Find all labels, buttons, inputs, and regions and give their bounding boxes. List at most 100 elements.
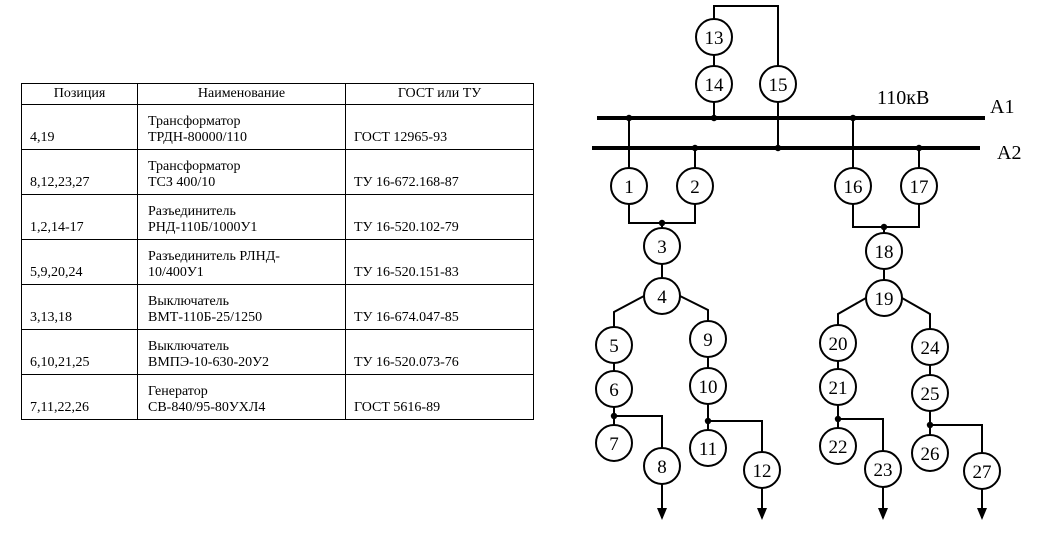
name-line-2: ТРДН-80000/110 [148, 130, 247, 145]
node-label: 3 [657, 237, 667, 258]
node-label: 15 [769, 75, 788, 96]
voltage-label: 110кВ [877, 87, 929, 109]
node-3: 3 [643, 227, 681, 265]
node-4: 4 [643, 277, 681, 315]
node-circle [643, 277, 681, 315]
node-label: 14 [705, 75, 725, 96]
position-cell: 1,2,14-17 [21, 194, 138, 240]
node-label: 9 [703, 330, 713, 351]
standard-cell: ТУ 16-672.168-87 [345, 149, 534, 195]
node-circle [595, 326, 633, 364]
node-circle [695, 18, 733, 56]
junction-dot [625, 114, 633, 122]
node-15: 15 [759, 65, 797, 103]
wire [838, 418, 884, 451]
diagram-wires [613, 5, 983, 518]
junction-dot [880, 223, 888, 231]
node-label: 8 [657, 457, 667, 478]
node-circle [819, 368, 857, 406]
node-label: 18 [875, 242, 894, 263]
node-1: 1 [610, 167, 648, 205]
node-circle [865, 232, 903, 270]
node-circle [759, 65, 797, 103]
node-circle [595, 424, 633, 462]
node-18: 18 [865, 232, 903, 270]
node-label: 16 [844, 177, 863, 198]
junction-dot [704, 417, 712, 425]
node-10: 10 [689, 367, 727, 405]
node-16: 16 [834, 167, 872, 205]
node-circle [865, 279, 903, 317]
node-label: 1 [624, 177, 634, 198]
node-label: 10 [699, 377, 718, 398]
name-line-1: Разъединитель [148, 204, 236, 219]
node-circle [819, 427, 857, 465]
node-5: 5 [595, 326, 633, 364]
name-line-1: Выключатель [148, 294, 230, 309]
node-label: 17 [910, 177, 929, 198]
node-circle [676, 167, 714, 205]
node-17: 17 [900, 167, 938, 205]
node-label: 7 [609, 434, 619, 455]
name-cell: Разъединитель РЛНД-10/400У1 [137, 239, 346, 285]
diagram-arrows [657, 508, 987, 520]
position-cell: 6,10,21,25 [21, 329, 138, 375]
node-24: 24 [911, 328, 949, 366]
junction-dot [710, 114, 718, 122]
wire [901, 297, 931, 329]
output-arrow [977, 508, 987, 520]
node-label: 2 [690, 177, 700, 198]
output-arrow [757, 508, 767, 520]
node-14: 14 [695, 65, 733, 103]
node-7: 7 [595, 424, 633, 462]
node-label: 11 [699, 439, 717, 460]
junction-dot [691, 144, 699, 152]
node-20: 20 [819, 324, 857, 362]
name-line-1: Трансформатор [148, 159, 241, 174]
node-label: 20 [829, 334, 848, 355]
standard-cell: ТУ 16-520.102-79 [345, 194, 534, 240]
node-25: 25 [911, 374, 949, 412]
node-21: 21 [819, 368, 857, 406]
standard-cell: ГОСТ 12965-93 [345, 104, 534, 150]
node-circle [911, 434, 949, 472]
wire [679, 295, 709, 321]
node-19: 19 [865, 279, 903, 317]
node-circle [695, 65, 733, 103]
name-line-2: РНД-110Б/1000У1 [148, 220, 258, 235]
name-line-2: ВМПЭ-10-630-20У2 [148, 355, 270, 370]
junction-dot [849, 114, 857, 122]
node-23: 23 [864, 450, 902, 488]
node-circle [819, 324, 857, 362]
node-circle [911, 328, 949, 366]
standard-cell: ГОСТ 5616-89 [345, 374, 534, 420]
node-label: 5 [609, 336, 619, 357]
bus-a1-label: A1 [990, 96, 1014, 118]
node-label: 13 [705, 28, 724, 49]
position-cell: 8,12,23,27 [21, 149, 138, 195]
node-label: 23 [874, 460, 893, 481]
node-11: 11 [689, 429, 727, 467]
bus-a2-label: A2 [997, 142, 1021, 164]
name-line-2: СВ-840/95-80УХЛ4 [148, 400, 266, 415]
name-line-1: Выключатель [148, 339, 230, 354]
name-line-2: 10/400У1 [148, 265, 204, 280]
node-label: 19 [875, 289, 894, 310]
node-2: 2 [676, 167, 714, 205]
junction-dot [774, 144, 782, 152]
node-27: 27 [963, 452, 1001, 490]
node-circle [610, 167, 648, 205]
node-circle [689, 367, 727, 405]
node-label: 27 [973, 462, 992, 483]
output-arrow [657, 508, 667, 520]
name-line-1: Разъединитель РЛНД- [148, 249, 280, 264]
name-line-1: Генератор [148, 384, 208, 399]
node-9: 9 [689, 320, 727, 358]
